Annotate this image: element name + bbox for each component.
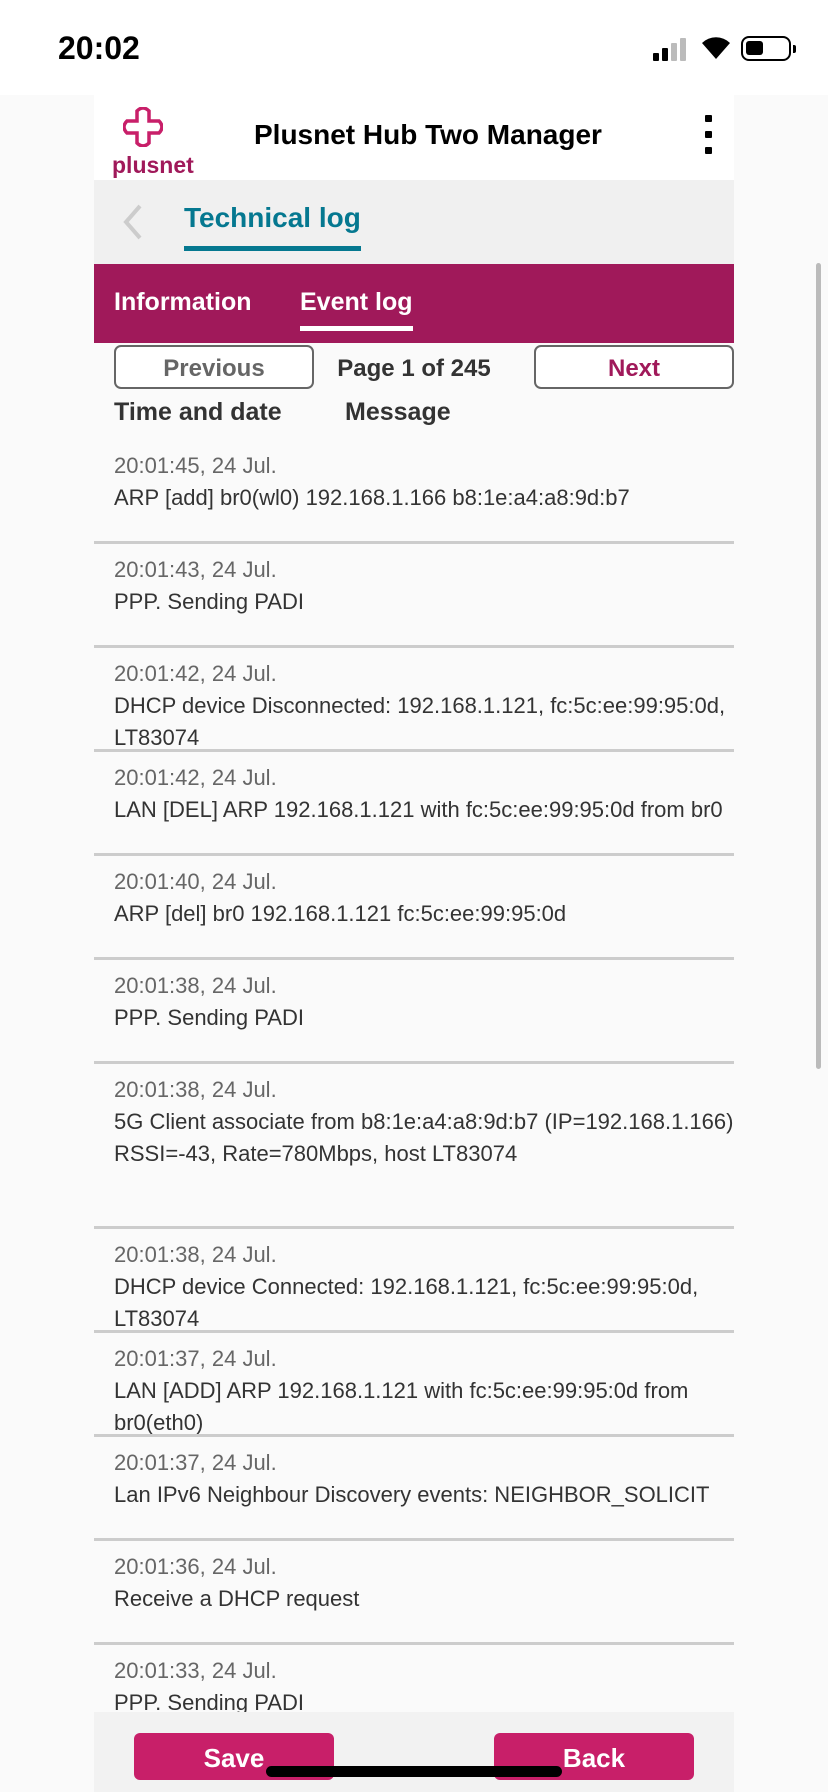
pager: Previous Page 1 of 245 Next [94, 345, 734, 391]
column-time: Time and date [114, 398, 282, 426]
list-item: 20:01:36, 24 Jul. Receive a DHCP request [94, 1541, 734, 1645]
event-message: ARP [del] br0 192.168.1.121 fc:5c:ee:99:… [114, 901, 567, 926]
list-item: 20:01:38, 24 Jul. 5G Client associate fro… [94, 1064, 734, 1229]
event-time: 20:01:37, 24 Jul. [114, 1346, 277, 1371]
list-item: 20:01:45, 24 Jul. ARP [add] br0(wl0) 192.… [94, 440, 734, 544]
event-message: DHCP device Disconnected: 192.168.1.121,… [114, 693, 726, 750]
app-title: Plusnet Hub Two Manager [254, 119, 602, 150]
event-time: 20:01:38, 24 Jul. [114, 1077, 277, 1102]
next-button[interactable]: Next [534, 345, 734, 389]
scrollbar[interactable] [816, 263, 821, 1069]
app-header: plusnet Plusnet Hub Two Manager [94, 95, 734, 180]
list-item: 20:01:38, 24 Jul. DHCP device Connected: … [94, 1229, 734, 1333]
event-time: 20:01:33, 24 Jul. [114, 1658, 277, 1683]
list-item: 20:01:38, 24 Jul. PPP. Sending PADI [94, 960, 734, 1064]
column-message: Message [345, 398, 451, 426]
page-title: Technical log [184, 202, 361, 251]
tab-information[interactable]: Information [114, 288, 252, 316]
event-message: PPP. Sending PADI [114, 1690, 304, 1715]
event-time: 20:01:36, 24 Jul. [114, 1554, 277, 1579]
event-time: 20:01:40, 24 Jul. [114, 869, 277, 894]
event-time: 20:01:37, 24 Jul. [114, 1450, 277, 1475]
brand-text: plusnet [112, 152, 194, 178]
event-time: 20:01:38, 24 Jul. [114, 973, 277, 998]
event-time: 20:01:43, 24 Jul. [114, 557, 277, 582]
list-item: 20:01:42, 24 Jul. DHCP device Disconnecte… [94, 648, 734, 752]
plus-logo-icon [122, 106, 164, 148]
battery-icon [741, 36, 796, 61]
event-list: 20:01:45, 24 Jul. ARP [add] br0(wl0) 192.… [94, 440, 734, 1749]
plusnet-logo: plusnet [112, 106, 194, 179]
page-indicator: Page 1 of 245 [337, 355, 491, 382]
previous-button[interactable]: Previous [114, 345, 314, 389]
list-item: 20:01:37, 24 Jul. Lan IPv6 Neighbour Disc… [94, 1437, 734, 1541]
event-message: PPP. Sending PADI [114, 589, 304, 614]
status-time: 20:02 [58, 30, 140, 66]
event-time: 20:01:42, 24 Jul. [114, 765, 277, 790]
list-item: 20:01:37, 24 Jul. LAN [ADD] ARP 192.168.1… [94, 1333, 734, 1437]
event-message: PPP. Sending PADI [114, 1005, 304, 1030]
status-bar: 20:02 [0, 0, 828, 95]
event-message: 5G Client associate from b8:1e:a4:a8:9d:… [114, 1109, 734, 1166]
signal-icon [653, 37, 686, 61]
event-time: 20:01:45, 24 Jul. [114, 453, 277, 478]
event-message: LAN [ADD] ARP 192.168.1.121 with fc:5c:e… [114, 1378, 689, 1435]
list-item: 20:01:40, 24 Jul. ARP [del] br0 192.168.1… [94, 856, 734, 960]
wifi-icon [702, 37, 730, 59]
event-message: DHCP device Connected: 192.168.1.121, fc… [114, 1274, 699, 1331]
list-item: 20:01:43, 24 Jul. PPP. Sending PADI [94, 544, 734, 648]
breadcrumb: Technical log [94, 180, 734, 264]
event-message: Lan IPv6 Neighbour Discovery events: NEI… [114, 1482, 710, 1507]
event-message: ARP [add] br0(wl0) 192.168.1.166 b8:1e:a… [114, 485, 630, 510]
more-menu-icon[interactable] [705, 115, 712, 154]
event-time: 20:01:38, 24 Jul. [114, 1242, 277, 1267]
tab-event-log[interactable]: Event log [300, 288, 413, 331]
chevron-left-icon[interactable] [118, 202, 148, 242]
event-time: 20:01:42, 24 Jul. [114, 661, 277, 686]
home-indicator[interactable] [266, 1766, 562, 1777]
footer: Save Back [94, 1712, 734, 1792]
list-item: 20:01:42, 24 Jul. LAN [DEL] ARP 192.168.1… [94, 752, 734, 856]
event-message: LAN [DEL] ARP 192.168.1.121 with fc:5c:e… [114, 797, 723, 822]
tab-bar: Information Event log [94, 264, 734, 343]
table-header: Time and date Message [94, 396, 734, 436]
event-message: Receive a DHCP request [114, 1586, 360, 1611]
